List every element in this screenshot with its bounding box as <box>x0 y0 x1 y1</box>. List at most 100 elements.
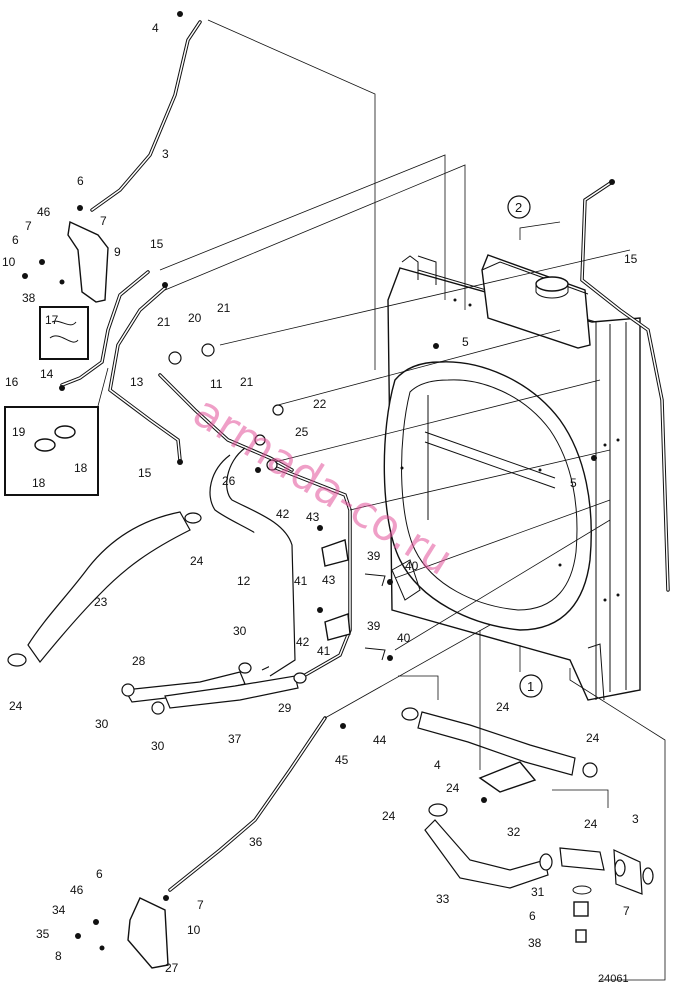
part-label: 24 <box>190 554 204 568</box>
pipe-3-upper <box>90 20 202 212</box>
part-label: 42 <box>276 507 290 521</box>
part-label: 4 <box>434 758 441 772</box>
part-label: 18 <box>74 461 88 475</box>
part-label: 15 <box>150 237 164 251</box>
part-label: 13 <box>130 375 144 389</box>
bracket-44 <box>478 761 537 793</box>
part-label: 38 <box>22 291 36 305</box>
pipe-3-lower <box>168 716 327 892</box>
part-labels: 4 3 6 7 46 7 6 9 10 38 15 17 21 20 21 5 … <box>2 21 639 975</box>
part-label: 24 <box>584 817 598 831</box>
part-label: 24 <box>496 700 510 714</box>
part-label: 17 <box>45 313 59 327</box>
part-label: 6 <box>12 233 19 247</box>
part-label: 28 <box>132 654 146 668</box>
pipe-14 <box>60 270 150 387</box>
part-label: 46 <box>70 883 84 897</box>
part-label: 12 <box>237 574 251 588</box>
drain-parts <box>572 885 592 943</box>
circled-label-1: 1 <box>519 674 543 698</box>
part-label: 41 <box>294 574 308 588</box>
part-label: 21 <box>157 315 171 329</box>
part-label: 3 <box>632 812 639 826</box>
part-label: 26 <box>222 474 236 488</box>
bracket-8 <box>127 897 169 969</box>
part-label: 30 <box>151 739 165 753</box>
hose-36 <box>424 819 549 889</box>
part-label: 33 <box>436 892 450 906</box>
hose-11-12 <box>158 373 296 677</box>
part-label: 9 <box>114 245 121 259</box>
inset-box-17 <box>39 306 89 360</box>
part-label: 15 <box>624 252 638 266</box>
circled-label-2: 2 <box>507 195 531 219</box>
part-label: 37 <box>228 732 242 746</box>
part-label: 35 <box>36 927 50 941</box>
part-label: 23 <box>94 595 108 609</box>
hose-23 <box>27 511 191 663</box>
part-label: 42 <box>296 635 310 649</box>
part-label: 34 <box>52 903 66 917</box>
part-label: 39 <box>367 549 381 563</box>
svg-text:2: 2 <box>515 200 522 215</box>
part-label: 44 <box>373 733 387 747</box>
hose-41 <box>274 466 352 680</box>
reference-lines <box>159 19 666 981</box>
part-label: 45 <box>335 753 349 767</box>
part-label: 20 <box>188 311 202 325</box>
part-label: 43 <box>306 510 320 524</box>
part-label: 6 <box>529 909 536 923</box>
part-label: 6 <box>77 174 84 188</box>
svg-text:1: 1 <box>527 679 534 694</box>
part-label: 3 <box>162 147 169 161</box>
part-label: 32 <box>507 825 521 839</box>
part-label: 4 <box>152 21 159 35</box>
part-label: 40 <box>405 559 419 573</box>
part-label: 11 <box>210 377 223 391</box>
part-label: 24 <box>586 731 600 745</box>
part-label: 7 <box>197 898 204 912</box>
vent-pipe-27 <box>580 180 670 592</box>
part-label: 10 <box>187 923 201 937</box>
part-label: 24 <box>446 781 460 795</box>
part-label: 16 <box>5 375 19 389</box>
hose-clamps <box>7 343 654 885</box>
part-label: 22 <box>313 397 327 411</box>
part-label: 24 <box>9 699 23 713</box>
part-label: 43 <box>322 573 336 587</box>
bracket-9 <box>67 220 109 303</box>
brackets-39-41 <box>321 539 386 661</box>
part-label: 7 <box>100 214 107 228</box>
part-label: 41 <box>317 644 331 658</box>
part-label: 21 <box>217 301 231 315</box>
part-label: 15 <box>138 466 152 480</box>
part-label: 7 <box>623 904 630 918</box>
part-label: 39 <box>367 619 381 633</box>
pipe-13 <box>108 286 182 462</box>
part-label: 38 <box>528 936 542 950</box>
part-label: 8 <box>55 949 62 963</box>
part-label: 5 <box>570 476 577 490</box>
part-label: 29 <box>278 701 292 715</box>
part-label: 6 <box>96 867 103 881</box>
part-label: 5 <box>462 335 469 349</box>
part-label: 14 <box>40 367 54 381</box>
part-label: 19 <box>12 425 26 439</box>
part-label: 36 <box>249 835 263 849</box>
hose-37 <box>417 711 576 776</box>
part-label: 24 <box>382 809 396 823</box>
part-label: 25 <box>295 425 309 439</box>
part-label: 27 <box>165 961 179 975</box>
part-label: 30 <box>95 717 109 731</box>
part-label: 40 <box>397 631 411 645</box>
part-label: 7 <box>25 219 32 233</box>
pipe-32 <box>559 847 605 871</box>
part-label: 31 <box>531 885 545 899</box>
bolts <box>22 11 615 951</box>
part-label: 18 <box>32 476 46 490</box>
part-label: 10 <box>2 255 16 269</box>
drawing-number: 24061 <box>598 973 629 985</box>
hose-29 <box>164 675 299 709</box>
part-label: 30 <box>233 624 247 638</box>
